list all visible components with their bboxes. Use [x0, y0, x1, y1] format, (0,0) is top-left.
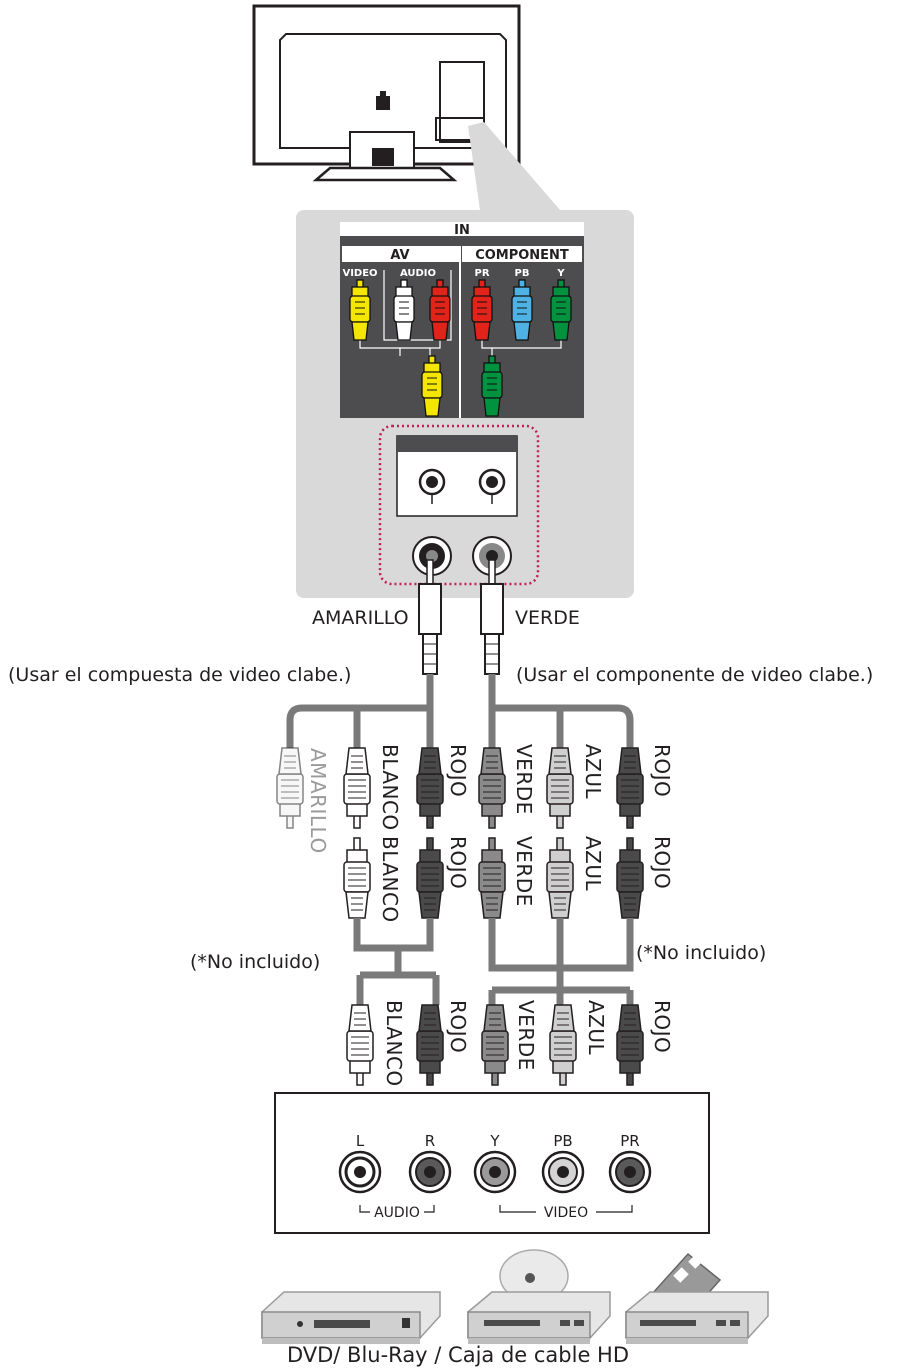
row1-label-rojo-2: ROJO: [650, 744, 674, 798]
tv-input-panel: IN AV COMPONENT VIDEO AUDIO PR PB Y: [296, 210, 634, 598]
amarillo-cable-label: AMARILLO: [312, 607, 409, 629]
device-output-panel: L R Y PB PR AUDIO VIDEO: [274, 1092, 710, 1234]
composite-note: (Usar el compuesta de video clabe.): [8, 664, 352, 686]
bluray-player-icon: [467, 1249, 611, 1344]
row1-label-rojo: ROJO: [446, 744, 470, 798]
row3-label-verde: VERDE: [514, 1000, 538, 1071]
row1-label-amarillo: AMARILLO: [306, 748, 330, 854]
row1-label-azul: AZUL: [581, 744, 605, 800]
y-port-label: Y: [556, 268, 565, 279]
port-l-label: L: [356, 1132, 365, 1150]
upper-cables: [286, 559, 634, 748]
not-included-left: (*No incluido): [190, 951, 321, 973]
av-label: AV: [390, 248, 409, 263]
port-r-label: R: [425, 1132, 435, 1150]
row3-label-azul: AZUL: [584, 1000, 608, 1056]
row2-label-azul: AZUL: [581, 836, 605, 892]
row3-label-rojo-2: ROJO: [650, 1000, 674, 1054]
not-included-right: (*No incluido): [636, 942, 767, 964]
component-note: (Usar el componente de video clabe.): [516, 664, 874, 686]
row3-label-blanco: BLANCO: [382, 1000, 406, 1087]
dvd-player-icon: [261, 1291, 441, 1344]
row2-label-blanco: BLANCO: [378, 836, 402, 923]
row1-label-verde: VERDE: [512, 744, 536, 815]
video-group-label: VIDEO: [544, 1205, 588, 1221]
row2-label-rojo-2: ROJO: [650, 836, 674, 890]
port-pr-label: PR: [620, 1132, 639, 1150]
tv-illustration: [252, 4, 560, 210]
row2-label-verde: VERDE: [512, 836, 536, 907]
devices-caption: DVD/ Blu-Ray / Caja de cable HD: [286, 1343, 630, 1367]
port-y-label: Y: [489, 1132, 500, 1150]
pr-port-label: PR: [474, 268, 489, 279]
row2-label-rojo: ROJO: [446, 836, 470, 890]
audio-group-label: AUDIO: [374, 1205, 420, 1221]
middle-cables: [353, 918, 634, 1005]
pb-port-label: PB: [515, 268, 530, 279]
verde-cable-label: VERDE: [515, 607, 580, 629]
cable-box-icon: [625, 1252, 769, 1344]
component-label: COMPONENT: [475, 248, 569, 263]
port-pb-label: PB: [553, 1132, 572, 1150]
audio-port-label: AUDIO: [400, 268, 436, 279]
row3-label-rojo: ROJO: [446, 1000, 470, 1054]
in-label: IN: [454, 223, 470, 238]
row1-label-blanco: BLANCO: [378, 744, 402, 831]
video-port-label: VIDEO: [342, 268, 377, 279]
